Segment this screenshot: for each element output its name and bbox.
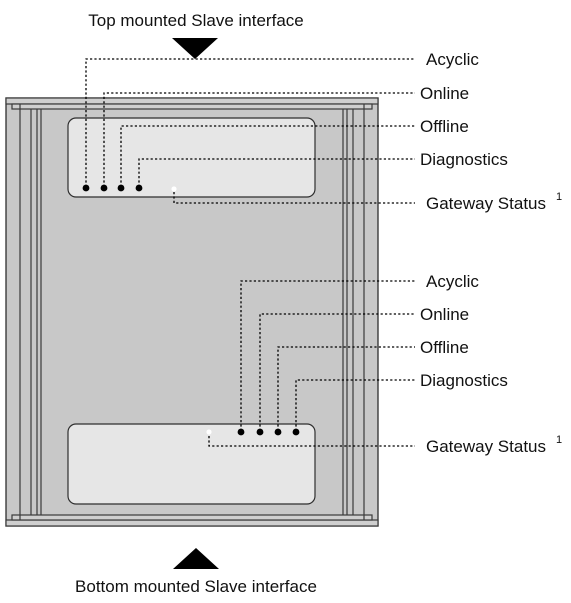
bottom-online-label: Online (420, 305, 469, 324)
top-interface-caption: Top mounted Slave interface (88, 11, 303, 30)
top-gateway-status-label: Gateway Status (426, 194, 546, 213)
top-offline-leader (120, 125, 415, 187)
top-gateway-status-leader (173, 192, 415, 204)
bottom-offline-led-icon (274, 428, 282, 436)
housing-bottom-rail-outer (5, 519, 379, 527)
bottom-diagnostics-label: Diagnostics (420, 371, 508, 390)
bottom-led-group (206, 280, 415, 447)
bottom-interface-arrow-icon (173, 548, 219, 569)
bottom-acyclic-led-icon (237, 428, 245, 436)
bottom-offline-leader (277, 346, 415, 431)
top-offline-led-icon (117, 184, 125, 192)
bottom-diagnostics-led-icon (292, 428, 300, 436)
top-online-leader (103, 92, 415, 187)
top-acyclic-label: Acyclic (426, 50, 479, 69)
top-online-label: Online (420, 84, 469, 103)
top-diagnostics-label: Diagnostics (420, 150, 508, 169)
top-gateway-status-led-icon (171, 186, 177, 192)
top-gateway-status-footnote: 1 (556, 191, 562, 203)
bottom-online-led-icon (256, 428, 264, 436)
top-online-led-icon (100, 184, 108, 192)
bottom-led-panel (67, 423, 316, 505)
housing-bottom-rail-inner (11, 514, 373, 521)
top-acyclic-leader (85, 58, 415, 187)
bottom-gateway-status-led-icon (206, 429, 212, 435)
housing-top-rail-outer (5, 97, 379, 105)
bottom-acyclic-label: Acyclic (426, 272, 479, 291)
top-acyclic-led-icon (82, 184, 90, 192)
housing-top-rail-inner (11, 103, 373, 110)
top-offline-label: Offline (420, 117, 469, 136)
top-led-panel (67, 117, 316, 198)
top-led-group (82, 58, 415, 204)
top-interface-arrow-icon (172, 38, 218, 59)
bottom-offline-label: Offline (420, 338, 469, 357)
top-diagnostics-led-icon (135, 184, 143, 192)
bottom-gateway-status-leader (208, 436, 415, 447)
bottom-online-leader (259, 313, 415, 431)
bottom-gateway-status-footnote: 1 (556, 434, 562, 446)
bottom-acyclic-leader (240, 280, 415, 431)
bottom-interface-caption: Bottom mounted Slave interface (75, 577, 317, 596)
bottom-gateway-status-label: Gateway Status (426, 437, 546, 456)
top-diagnostics-leader (138, 158, 415, 187)
